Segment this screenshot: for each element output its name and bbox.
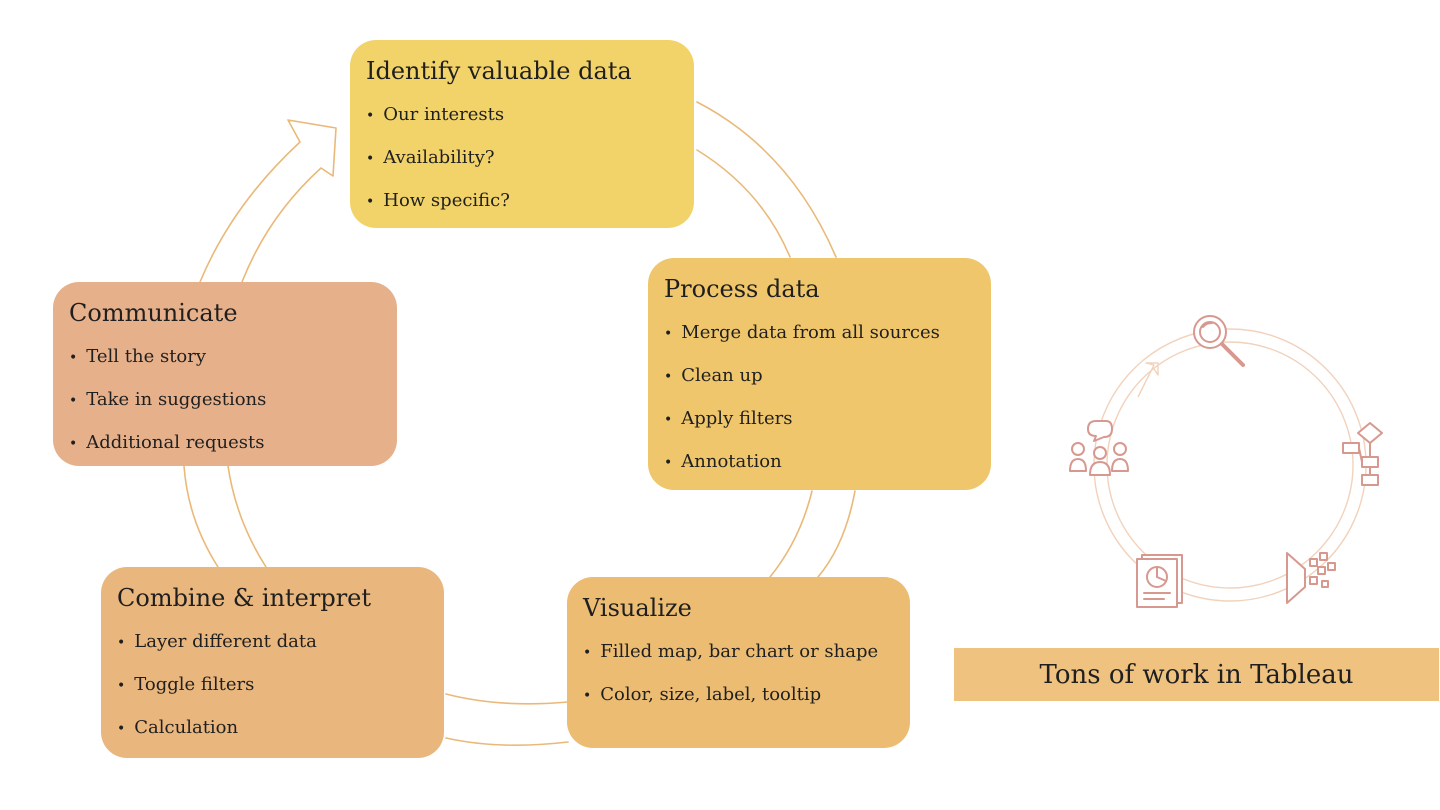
step-item: Annotation bbox=[664, 441, 973, 484]
mini-ring-inner bbox=[1106, 341, 1354, 589]
step-title: Communicate bbox=[69, 299, 238, 327]
step-identify-card: Identify valuable data Our interests Ava… bbox=[350, 40, 694, 228]
step-item: How specific? bbox=[366, 180, 676, 223]
ring-segment-identify-process-inner bbox=[696, 149, 791, 258]
ring-segment-identify-process bbox=[696, 101, 837, 258]
ring-segment-combine-communicate-inner bbox=[227, 465, 267, 568]
step-communicate-card: Communicate Tell the story Take in sugge… bbox=[53, 282, 397, 466]
mini-icon-cycle bbox=[1069, 315, 1383, 608]
step-item: Layer different data bbox=[117, 621, 426, 664]
step-title: Identify valuable data bbox=[366, 57, 632, 85]
step-item-list: Filled map, bar chart or shape Color, si… bbox=[583, 631, 892, 717]
ring-segment-combine-communicate bbox=[183, 465, 219, 568]
step-item: Filled map, bar chart or shape bbox=[583, 631, 892, 674]
step-item: Color, size, label, tooltip bbox=[583, 674, 892, 717]
step-process-card: Process data Merge data from all sources… bbox=[648, 258, 991, 490]
ring-arrow-communicate-identify bbox=[199, 119, 337, 283]
funnel-pixels-icon bbox=[1286, 552, 1336, 604]
step-combine-card: Combine & interpret Layer different data… bbox=[101, 567, 444, 758]
step-title: Visualize bbox=[583, 594, 692, 622]
step-item: Take in suggestions bbox=[69, 379, 379, 422]
mini-ring-arrow-icon bbox=[1137, 362, 1159, 398]
step-item: Calculation bbox=[117, 707, 426, 750]
ring-segment-visualize-combine bbox=[445, 737, 569, 746]
step-item: Clean up bbox=[664, 355, 973, 398]
report-chart-icon bbox=[1136, 554, 1183, 608]
step-item-list: Our interests Availability? How specific… bbox=[366, 94, 676, 223]
ring-segment-process-visualize bbox=[817, 490, 856, 578]
step-title: Process data bbox=[664, 275, 820, 303]
step-visualize-card: Visualize Filled map, bar chart or shape… bbox=[567, 577, 910, 748]
step-title: Combine & interpret bbox=[117, 584, 372, 612]
summary-banner-text: Tons of work in Tableau bbox=[1039, 659, 1354, 690]
ring-segment-process-visualize-inner bbox=[769, 490, 813, 578]
team-discussion-icon bbox=[1069, 420, 1129, 476]
step-item-list: Tell the story Take in suggestions Addit… bbox=[69, 336, 379, 465]
step-item: Apply filters bbox=[664, 398, 973, 441]
summary-banner: Tons of work in Tableau bbox=[954, 648, 1439, 701]
step-item-list: Merge data from all sources Clean up App… bbox=[664, 312, 973, 484]
magnifier-icon bbox=[1193, 315, 1245, 367]
step-item-list: Layer different data Toggle filters Calc… bbox=[117, 621, 426, 750]
step-item: Additional requests bbox=[69, 422, 379, 465]
step-item: Toggle filters bbox=[117, 664, 426, 707]
step-item: Merge data from all sources bbox=[664, 312, 973, 355]
step-item: Our interests bbox=[366, 94, 676, 137]
flowchart-icon bbox=[1342, 422, 1383, 486]
step-item: Tell the story bbox=[69, 336, 379, 379]
ring-segment-visualize-combine-inner bbox=[445, 693, 569, 705]
step-item: Availability? bbox=[366, 137, 676, 180]
